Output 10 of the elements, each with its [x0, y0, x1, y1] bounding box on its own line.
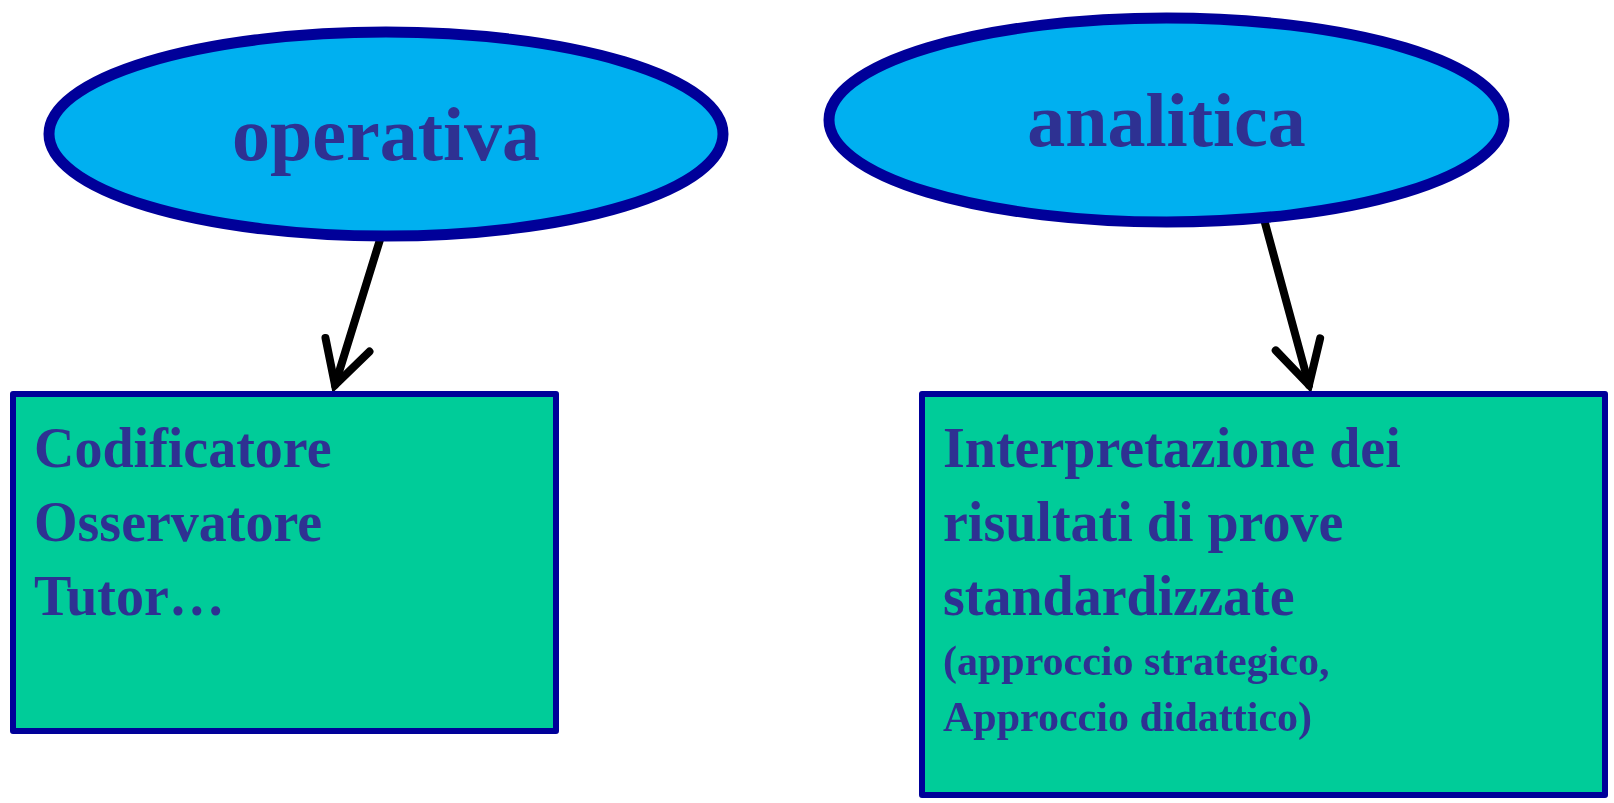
- box-text: Codificatore: [34, 416, 333, 481]
- ellipse-node: [823, 12, 1510, 228]
- box-note: (approccio strategico, Approccio didattico): [943, 637, 1331, 742]
- text-box: [919, 391, 1608, 798]
- node-title: analitica: [1027, 82, 1306, 158]
- box-text: Interpretazione dei risultati di prove standardizzate: [943, 416, 1402, 629]
- ellipse-node: [43, 26, 729, 242]
- box-text: Tutor…: [34, 564, 226, 629]
- box-text: Osservatore: [34, 490, 324, 555]
- text-box: [10, 391, 559, 734]
